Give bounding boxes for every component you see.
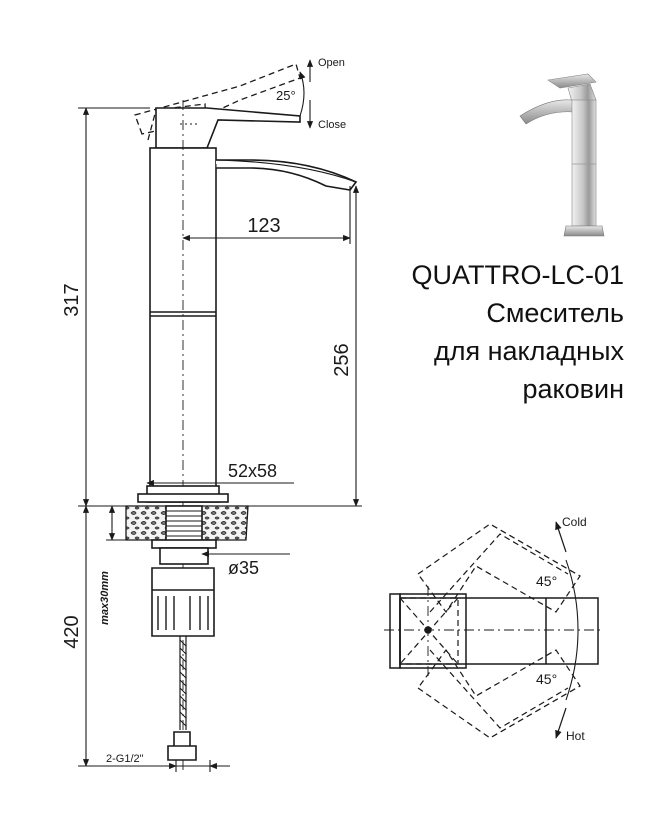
product-title-block: QUATTRO-LC-01 Смеситель для накладных ра… — [411, 256, 624, 408]
dim-height-total: 317 — [61, 283, 83, 316]
dim-spout-height: 256 — [331, 343, 353, 376]
flexible-hose — [179, 636, 187, 730]
dim-lever-angle: 25° — [276, 88, 296, 103]
dim-thread-diameter: ø35 — [228, 558, 259, 578]
dim-base-size: 52x58 — [228, 461, 277, 481]
product-desc-line3: раковин — [522, 374, 624, 404]
product-photo — [519, 73, 605, 237]
product-model: QUATTRO-LC-01 — [411, 260, 624, 290]
dim-spout-reach: 123 — [247, 215, 280, 237]
label-close: Close — [318, 119, 346, 131]
fixing-nut — [151, 567, 215, 637]
threaded-rod — [165, 505, 203, 545]
dim-angle-cold: 45° — [536, 573, 557, 589]
dim-hose-length: 420 — [61, 615, 83, 648]
product-desc-line1: Смеситель — [486, 298, 624, 328]
dim-hose-connection: 2-G1/2" — [106, 753, 144, 765]
label-hot: Hot — [566, 729, 585, 743]
dim-max-deck: max30mm — [99, 571, 111, 625]
lever-closed — [155, 107, 301, 149]
dimension-lines — [78, 59, 362, 772]
hose-connector — [167, 731, 197, 761]
dim-angle-hot: 45° — [536, 671, 557, 687]
label-open: Open — [318, 57, 345, 69]
label-cold: Cold — [562, 515, 587, 529]
product-desc-line2: для накладных — [433, 336, 624, 366]
top-view-rotation — [384, 521, 604, 739]
faucet-side-view — [125, 63, 358, 770]
